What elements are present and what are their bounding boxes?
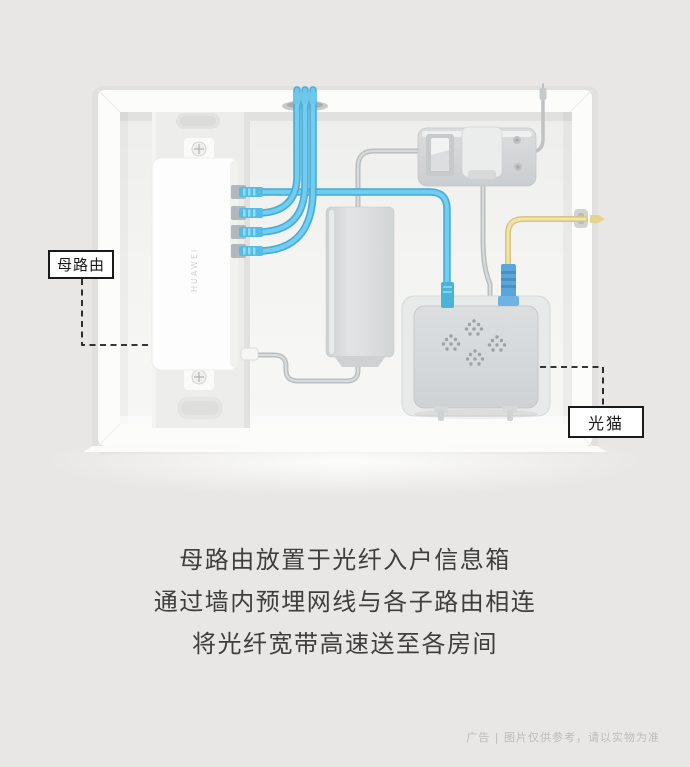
mother-router: HUAWEI [151, 157, 239, 371]
network-cables [254, 86, 451, 294]
power-strip [417, 126, 537, 187]
optical-modem [401, 295, 551, 421]
mother-router-label: 母路由 [56, 256, 105, 274]
strip-plug [461, 126, 503, 179]
router-port-connectors [239, 187, 263, 256]
modem-lan-connector [441, 282, 454, 308]
caption-line-1: 母路由放置于光纤入户信息箱 [179, 546, 511, 574]
callout-optical-modem: 光猫 [568, 406, 644, 438]
modem-feet [434, 406, 517, 421]
callout-lines [81, 279, 604, 405]
disclaimer-text: 广告 | 图片仅供参考，请以实物为准 [466, 731, 660, 744]
fiber-cable [505, 216, 588, 269]
installation-diagram: HUAWEI [45, 83, 645, 496]
router-power-plug [240, 347, 259, 361]
strip-switch [426, 134, 454, 176]
caption-line-2: 通过墙内预埋网线与各子路由相连 [153, 588, 537, 616]
power-adapter [325, 206, 395, 367]
callout-mother-router: 母路由 [48, 250, 114, 279]
router-brand-text: HUAWEI [190, 248, 199, 292]
fiber-sc-connector [498, 264, 519, 306]
vent-holes [441, 319, 507, 366]
caption: 母路由放置于光纤入户信息箱 通过墙内预埋网线与各子路由相连 将光纤宽带高速送至各… [0, 539, 690, 665]
optical-modem-label: 光猫 [587, 414, 624, 433]
cable-exit-tips [294, 87, 316, 104]
caption-line-3: 将光纤宽带高速送至各房间 [192, 630, 498, 658]
strip-screw-holes [513, 136, 522, 171]
wall-box-illustration: HUAWEI [45, 83, 645, 496]
